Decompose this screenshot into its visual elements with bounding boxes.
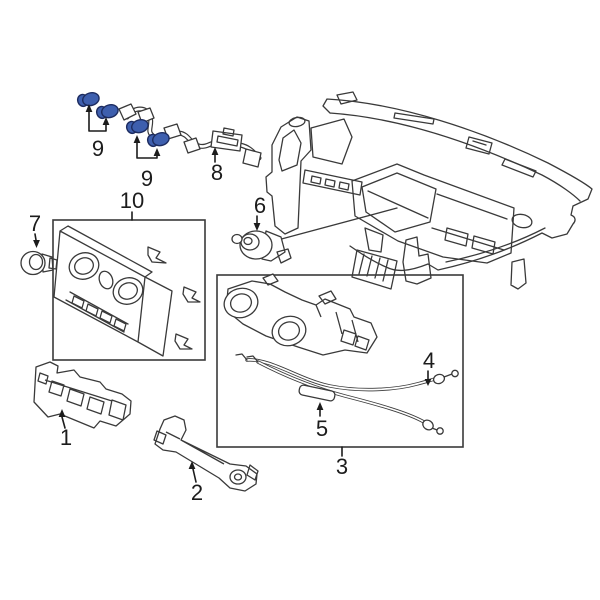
heater-panel-slot-rails — [65, 291, 129, 333]
knob-drawing — [20, 250, 58, 276]
callout-4: 4 — [423, 348, 435, 386]
clip-body — [101, 103, 119, 119]
dial-right-inner — [118, 282, 138, 300]
cable-5-end-ball — [436, 427, 444, 435]
callout-8-arrowhead — [211, 147, 219, 155]
highlighted-clip-1 — [76, 91, 100, 108]
instrument-panel-center-stack — [351, 163, 515, 290]
instrument-panel-details — [336, 91, 537, 290]
sensor-nub — [231, 233, 243, 245]
callout-7-label: 7 — [29, 211, 41, 236]
callout-1: 1 — [58, 409, 72, 450]
callout-8-label: 8 — [211, 160, 223, 185]
callout-1-label: 1 — [60, 425, 72, 450]
callout-9a: 9 — [85, 104, 110, 161]
cable-5-barrel — [422, 419, 434, 431]
callout-4-label: 4 — [423, 348, 435, 373]
callout-8: 8 — [211, 147, 223, 185]
part-3-box — [216, 274, 464, 448]
callout-9a-arrowhead-1 — [85, 104, 93, 112]
knob-inner — [28, 253, 44, 271]
highlighted-clip-2 — [95, 103, 119, 120]
heater-housing — [225, 273, 378, 356]
callout-6: 6 — [253, 193, 266, 231]
instrument-panel-left-vent — [265, 116, 363, 235]
cable-4-outer — [245, 358, 437, 392]
highlighted-clip-4 — [146, 131, 170, 148]
callout-10: 10 — [120, 188, 144, 221]
callout-6-arrowhead — [253, 223, 261, 231]
sensor-drawing — [231, 230, 292, 264]
callout-9b-lines — [136, 142, 158, 159]
callout-7: 7 — [29, 211, 41, 248]
callout-2-arrowhead — [188, 461, 196, 469]
cable-5-core — [257, 361, 425, 423]
panel-center-oval — [98, 270, 114, 290]
housing-ring-left-inner — [229, 293, 253, 313]
harness-connectors — [118, 103, 262, 168]
callout-9a-label: 9 — [92, 136, 104, 161]
clip-body — [131, 118, 149, 134]
cable-5-drawing — [246, 355, 444, 435]
callout-5: 5 — [316, 402, 328, 441]
callout-5-arrowhead — [316, 402, 324, 410]
callout-1-arrowhead — [58, 409, 66, 417]
callout-6-label: 6 — [254, 193, 266, 218]
callout-9b-arrowhead-2 — [153, 148, 161, 156]
callout-1-line — [61, 416, 66, 429]
callout-9b-arrowhead-1 — [133, 135, 141, 143]
callout-3: 3 — [336, 446, 348, 479]
housing-ring-right-inner — [277, 321, 301, 341]
sensor-center — [243, 236, 253, 246]
instrument-panel-outline — [322, 98, 593, 272]
panel-round-hole — [511, 213, 533, 229]
callout-9b: 9 — [133, 135, 161, 191]
callout-2-label: 2 — [191, 480, 203, 505]
callout-2-line — [192, 468, 197, 483]
callout-9a-lines — [88, 111, 107, 132]
callout-7-line — [34, 233, 37, 241]
cable-5-sleeve-rect — [298, 384, 336, 402]
switch-module-drawing — [33, 361, 132, 429]
callout-2: 2 — [188, 461, 203, 505]
bracket-end-ring — [229, 469, 247, 485]
callout-5-label: 5 — [316, 416, 328, 441]
vent-cap — [288, 116, 306, 128]
callout-4-arrowhead — [424, 379, 432, 386]
bracket-drawing — [153, 415, 259, 492]
housing-ring-right-outer — [271, 315, 307, 347]
cable-4-hook — [235, 353, 453, 378]
clip-body — [82, 91, 100, 107]
cable-5-outer — [256, 360, 426, 424]
sensor-leader-line — [273, 207, 398, 242]
highlighted-clip-3 — [125, 118, 149, 135]
callout-9a-arrowhead-2 — [102, 117, 110, 125]
callout-10-label: 10 — [120, 188, 144, 213]
cable-4-barrel — [432, 373, 446, 385]
clip-body — [152, 131, 170, 147]
control-panel-box-group — [52, 219, 206, 361]
bracket-end-hole — [233, 473, 243, 481]
callout-7-arrowhead — [33, 240, 40, 248]
instrument-panel-drawing — [265, 91, 593, 290]
part-10-box — [52, 219, 206, 361]
harness-drawing — [118, 103, 262, 168]
callout-9b-label: 9 — [141, 166, 153, 191]
callout-3-label: 3 — [336, 454, 348, 479]
dial-left-inner — [74, 257, 94, 275]
cable-5-sleeve — [298, 384, 336, 402]
housing-ring-left-outer — [223, 287, 259, 319]
cable-4-end-ball — [451, 369, 459, 378]
